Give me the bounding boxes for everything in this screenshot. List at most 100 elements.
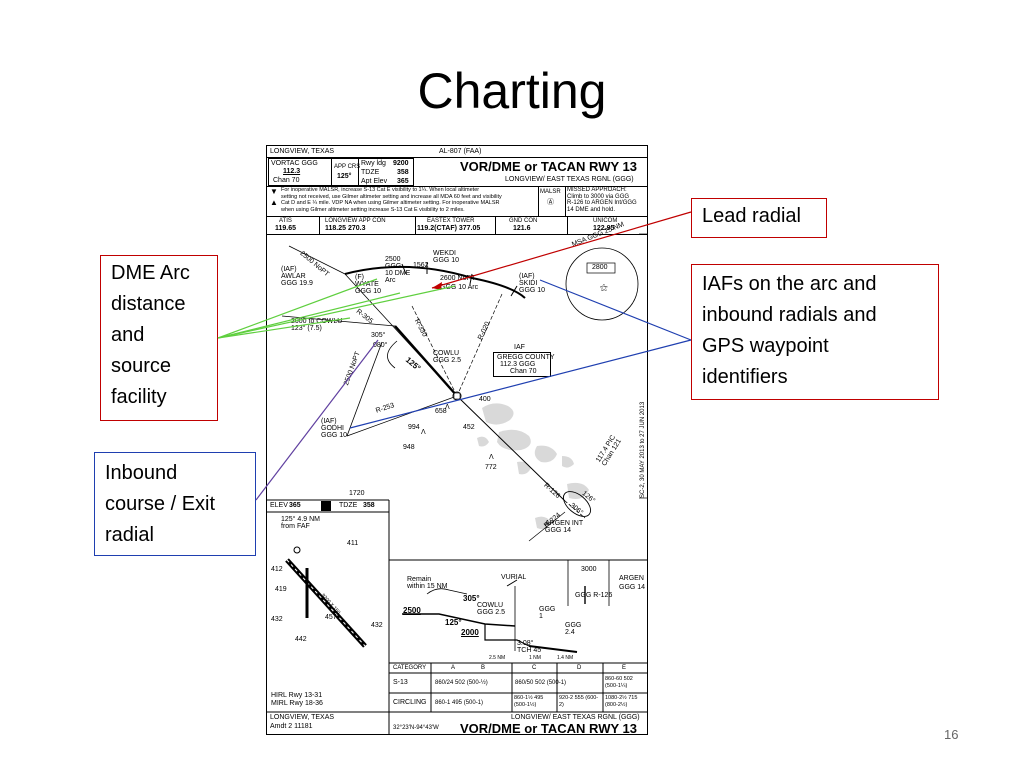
plate-location: LONGVIEW, TEXAS <box>270 148 335 155</box>
msa-altitude: 2800 <box>592 264 608 271</box>
missed-line: 14 DME and hold. <box>567 206 616 213</box>
d-symbol <box>321 501 331 511</box>
spot-elevation: 432 <box>371 622 383 629</box>
rwy-box: Rwy ldg 9200 TDZE 358 Apt Elev 365 <box>358 158 414 186</box>
hold-radial: GGG R-126 <box>575 592 613 599</box>
footer-airport: LONGVIEW/ EAST TEXAS RGNL (GGG) <box>511 714 640 721</box>
radial-253 <box>346 395 458 437</box>
alt-1562: 1562 <box>413 262 429 269</box>
app-crs-label: APP CRS <box>334 164 361 170</box>
minima-row-label: S-13 <box>393 679 408 686</box>
callout-dme-arc: DME Arc distance and source facility <box>100 255 218 421</box>
footer-procedure: VOR/DME or TACAN RWY 13 <box>460 721 637 735</box>
callout-text: source <box>111 355 172 377</box>
callout-text: distance <box>111 293 186 315</box>
elev-label: ELEV <box>270 502 288 509</box>
spot-elevation: 452 <box>463 424 475 431</box>
callout-text: course / Exit <box>105 493 216 515</box>
minima-header: C <box>532 665 537 671</box>
app-crs: 125° <box>337 173 352 180</box>
apt-elev: 365 <box>397 178 409 185</box>
spot-elevation: 400 <box>479 396 491 403</box>
procedure-turn <box>387 340 398 369</box>
minima-header: B <box>481 665 486 671</box>
note-line: For inoperative MALSR, increase S-13 Cat… <box>281 187 480 193</box>
distance-segment: 2.5 NM <box>489 655 506 661</box>
callout-text: GPS waypoint <box>702 335 829 357</box>
apt-elev-label: Apt Elev <box>361 178 388 185</box>
minima-cell: 860-1 495 (500-1) <box>435 700 484 706</box>
rwy-ldg: 9200 <box>393 160 409 167</box>
comm-freq: 119.65 <box>275 225 297 232</box>
footer-coords: 32°23'N-94°43'W <box>393 725 439 731</box>
missed-line: Climb to 3000 via GGG <box>567 193 630 200</box>
callout-text: and <box>111 324 145 346</box>
hold-altitude: 3000 <box>581 566 597 573</box>
course-080: 080° <box>373 342 388 349</box>
plate-al-number: AL-807 (FAA) <box>439 148 482 155</box>
fix-vurial: VURIAL <box>501 574 527 581</box>
minima-cell: 920-2 555 (600-2) <box>559 695 599 708</box>
callout-text: DME Arc <box>111 262 190 284</box>
malsr-label: MALSR <box>540 189 561 195</box>
missed-line: R-126 to ARGEN Int/GGG <box>567 200 637 207</box>
validity-note: SC-2, 30 MAY 2013 to 27 JUN 2013 <box>640 401 646 498</box>
approach-plate: LONGVIEW, TEXAS AL-807 (FAA) VORTAC GGG … <box>266 145 648 735</box>
callout-iafs: IAFs on the arc and inbound radials and … <box>691 264 939 400</box>
callout-text: IAFs on the arc and <box>702 273 877 295</box>
spot-elevation: 457 <box>325 614 337 621</box>
minima-header: D <box>577 665 582 671</box>
minima-cell: 860/24 502 (500-½) <box>435 680 488 686</box>
warning-icon: ▼ <box>270 187 278 196</box>
procedure-title: VOR/DME or TACAN RWY 13 <box>460 159 637 174</box>
minima-cell: 1080-2½ 715 (800-2½) <box>605 695 638 708</box>
callout-text: inbound radials and <box>702 304 877 326</box>
callout-text: Lead radial <box>702 205 801 227</box>
gregg-county-vortac-box: IAF GREGG COUNTY 112.3 GGG Chan 70 <box>493 344 555 377</box>
obstacle-icon: Λ <box>489 454 494 461</box>
slide-title: Charting <box>417 63 607 119</box>
alt-2000: 2000 <box>461 628 479 637</box>
slide-number: 16 <box>944 727 959 742</box>
callout-text: facility <box>111 386 167 408</box>
profile-path <box>402 613 516 627</box>
warning-icon: ▲ <box>270 198 278 207</box>
minima-cell: 860/50 502 (500-1) <box>515 680 567 686</box>
minima-header: E <box>622 665 627 671</box>
distance-segment: 1.4 NM <box>557 655 574 661</box>
course-125: 125° <box>445 618 462 627</box>
note-line: Cat D and E ¼ mile. VDP NA when using Gi… <box>281 200 500 206</box>
note-line: when using Gilmer altimeter setting incr… <box>281 206 465 213</box>
tdze-label: TDZE <box>361 169 380 176</box>
spot-elevation: 948 <box>403 444 415 451</box>
minima-cell: 860-60 502 (500-1¼) <box>605 676 633 689</box>
elev-value: 365 <box>289 502 301 509</box>
callout-text: identifiers <box>702 366 788 388</box>
alt-1720: 1720 <box>349 490 365 497</box>
minima-header: A <box>451 665 456 671</box>
tdze-label: TDZE <box>339 502 358 509</box>
glideslope-note: 3.08°TCH 45 <box>517 640 542 654</box>
spot-elevation: 994 <box>408 424 420 431</box>
note-line: setting not received, use Gilmer altimet… <box>281 193 502 200</box>
minima-header: CATEGORY <box>393 665 427 671</box>
spot-elevation: 419 <box>275 586 287 593</box>
vortac-freq: 112.3 <box>283 168 301 175</box>
footer-amdt: Amdt 2 11181 <box>270 723 313 730</box>
vortac-label: VORTAC GGG <box>271 160 318 167</box>
callout-text: radial <box>105 524 154 546</box>
missed-line: MISSED APPROACH: <box>567 187 627 193</box>
airport-name: LONGVIEW/ EAST TEXAS RGNL (GGG) <box>505 176 634 183</box>
